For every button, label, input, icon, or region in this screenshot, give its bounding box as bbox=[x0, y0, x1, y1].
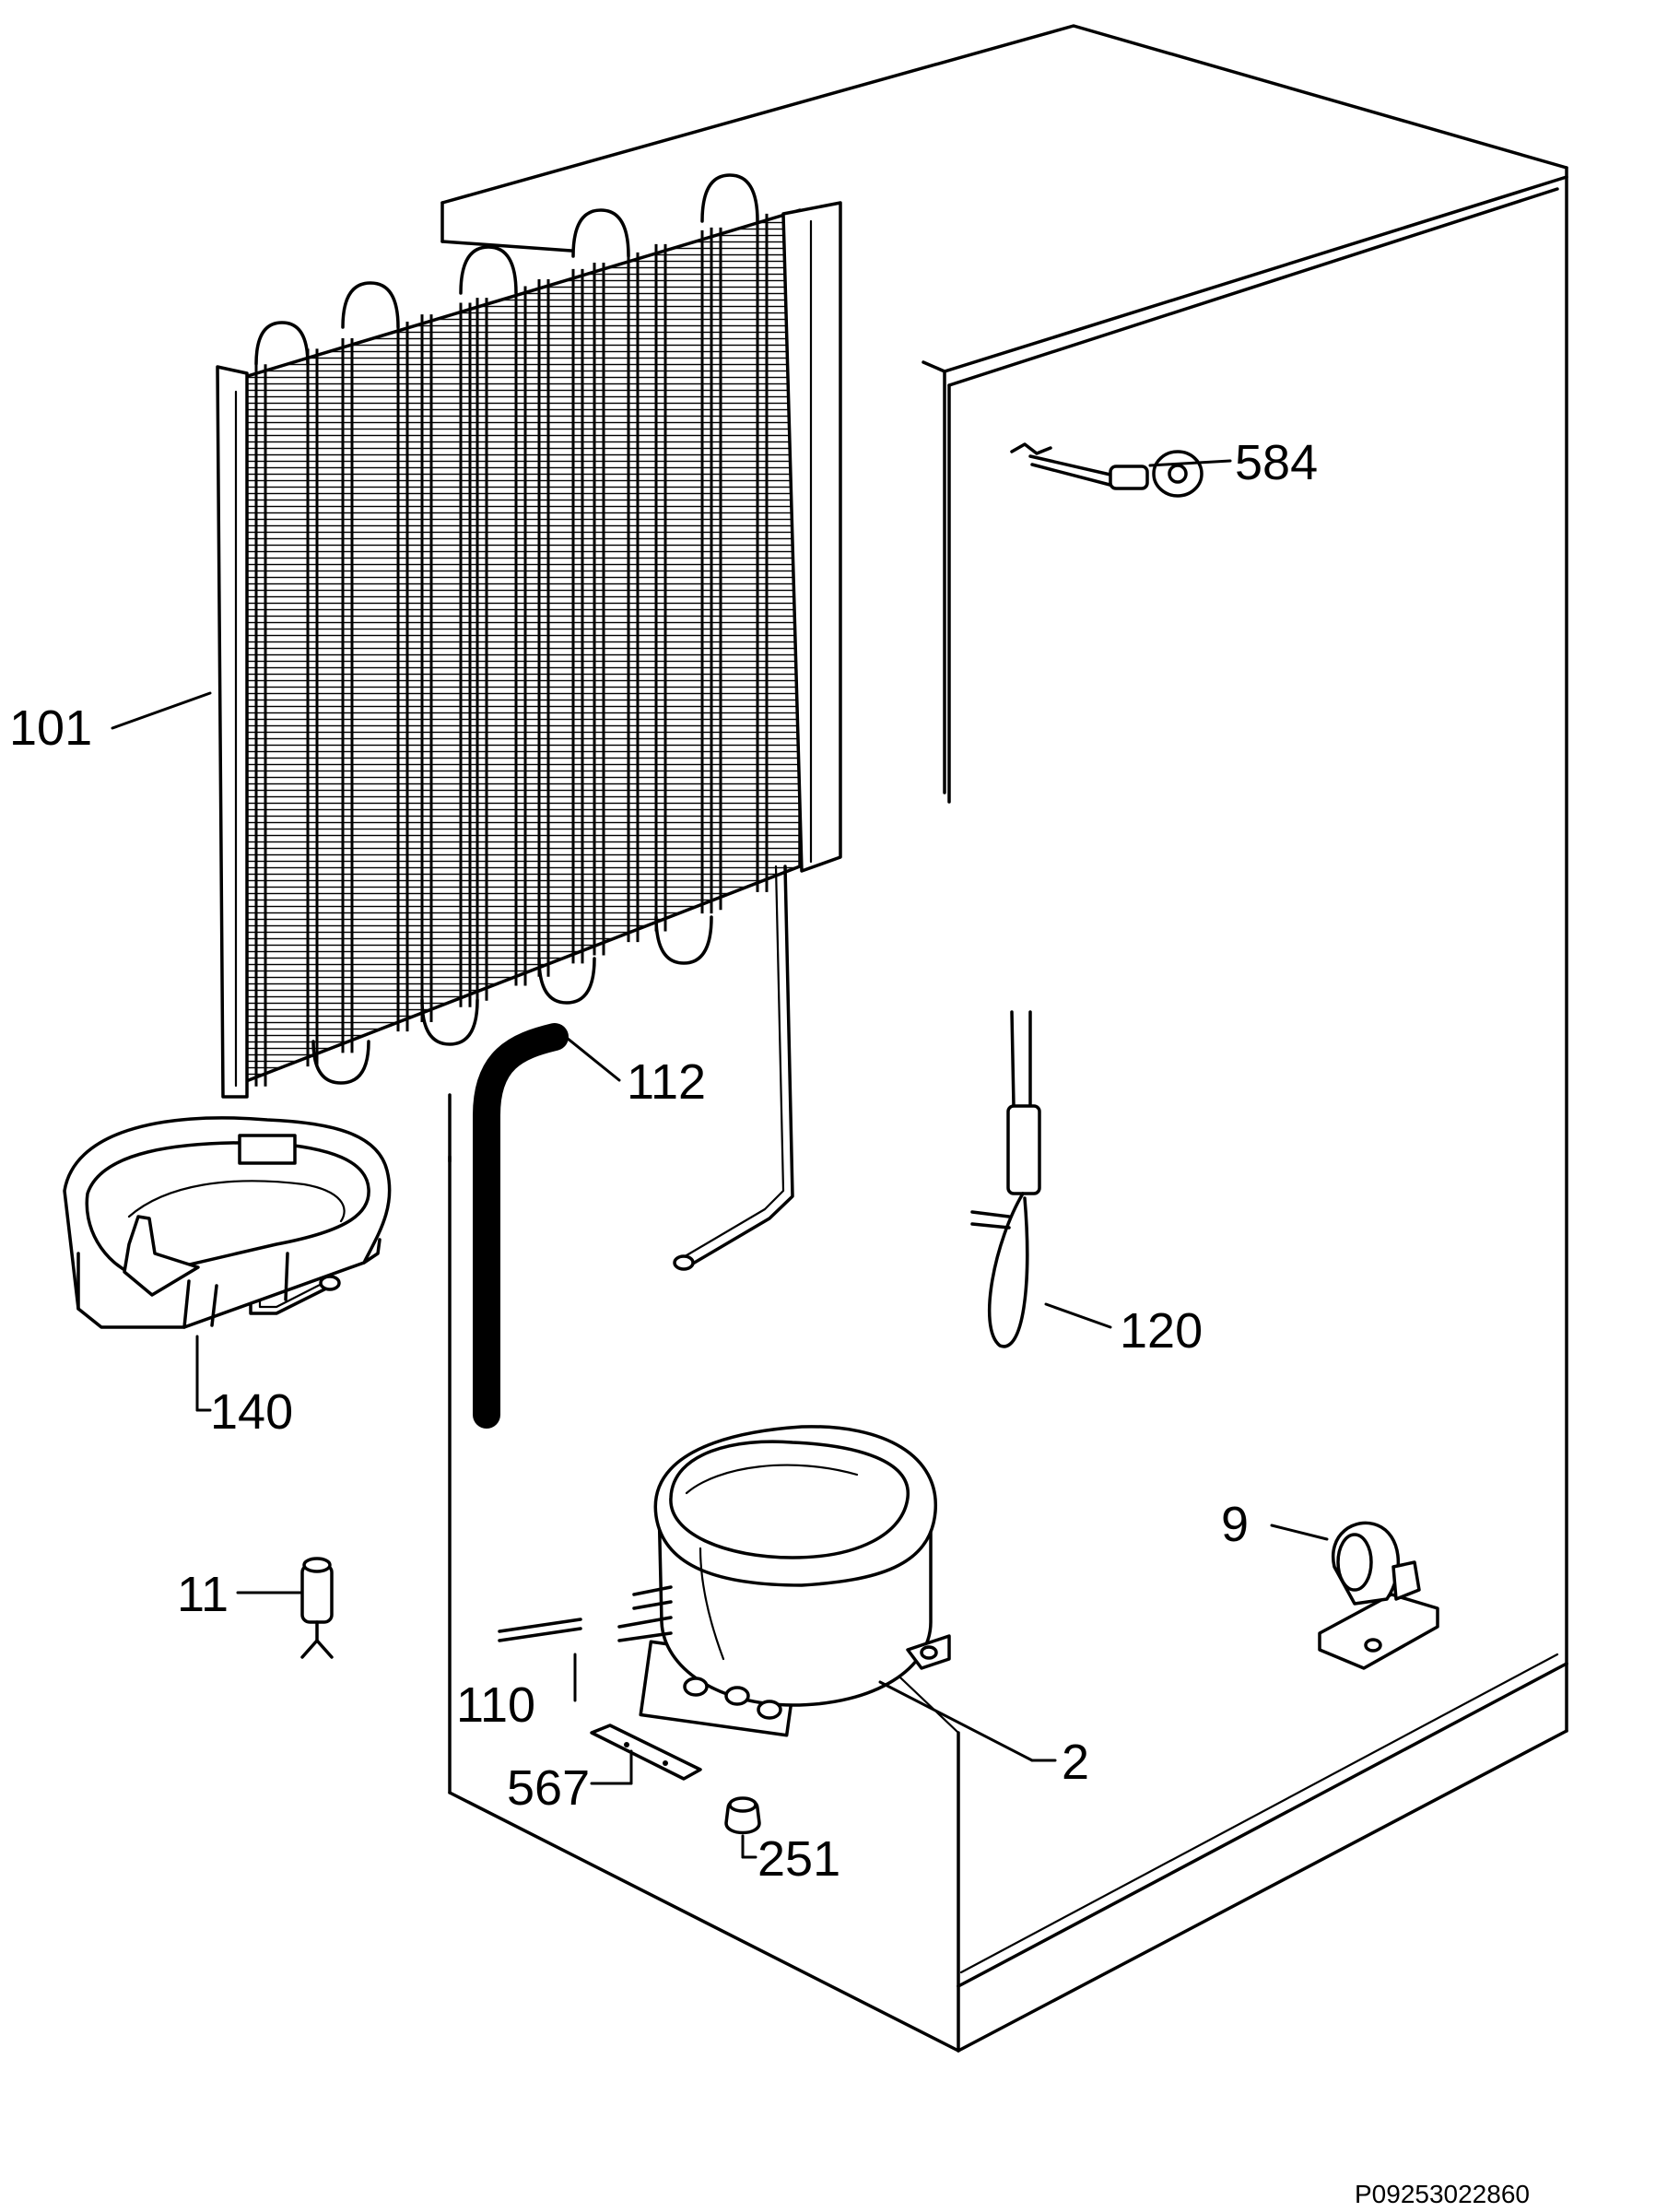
part-label-110: 110 bbox=[456, 1677, 535, 1733]
condenser-coil bbox=[216, 173, 842, 1315]
capillary-sensor-part bbox=[1010, 442, 1203, 498]
clamp-part-9 bbox=[1318, 1521, 1439, 1670]
part-label-251: 251 bbox=[757, 1831, 840, 1887]
bracket-plate-part bbox=[590, 1724, 702, 1781]
part-label-112: 112 bbox=[627, 1054, 706, 1110]
drip-tray-part bbox=[63, 1116, 392, 1329]
tube-part-110 bbox=[498, 1618, 582, 1642]
relay-part bbox=[970, 1010, 1041, 1348]
grommet-part bbox=[724, 1796, 761, 1835]
thermostat-part-11 bbox=[300, 1557, 334, 1659]
part-label-120: 120 bbox=[1120, 1303, 1203, 1359]
part-label-101: 101 bbox=[9, 700, 92, 756]
part-label-567: 567 bbox=[507, 1760, 590, 1816]
part-label-140: 140 bbox=[210, 1384, 293, 1440]
spiral-drain-hose bbox=[448, 1023, 569, 1429]
compressor-part bbox=[617, 1425, 951, 1737]
part-label-584: 584 bbox=[1235, 435, 1318, 490]
part-label-2: 2 bbox=[1062, 1735, 1089, 1790]
cabinet-body bbox=[440, 24, 1568, 2053]
drawing-code: P09253022860 bbox=[1355, 2180, 1530, 2208]
part-label-11: 11 bbox=[177, 1567, 229, 1622]
leader-lines bbox=[111, 459, 1329, 1859]
part-label-9: 9 bbox=[1221, 1497, 1249, 1552]
